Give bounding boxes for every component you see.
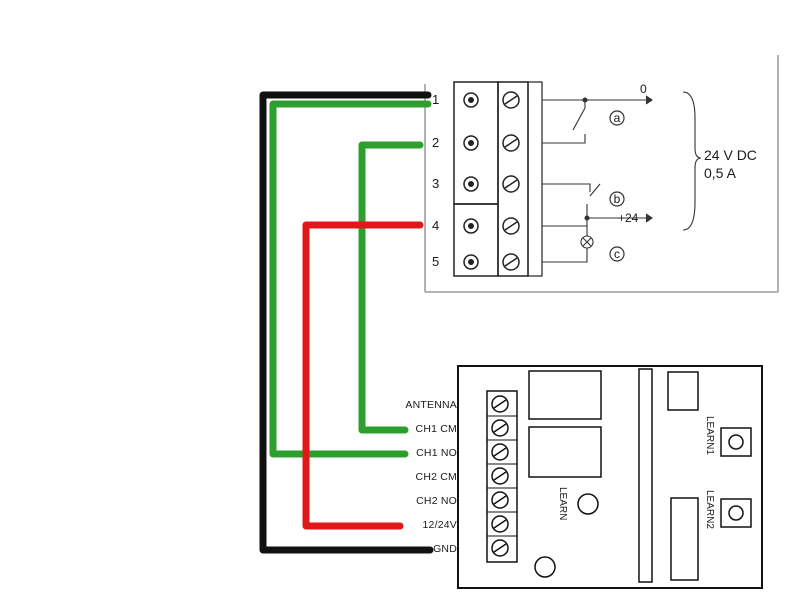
svg-text:a: a xyxy=(614,111,621,125)
pin-label-4: 4 xyxy=(432,218,439,233)
receiver-screw-ch2-cm xyxy=(487,467,517,489)
terminal-label-ch2-cm: CH2 CM xyxy=(416,471,457,483)
learn1-button-frame[interactable] xyxy=(720,427,752,457)
receiver-screw-antenna xyxy=(487,395,517,417)
svg-text:c: c xyxy=(614,247,620,261)
wire-black-gnd xyxy=(259,91,434,554)
screw-row-5 xyxy=(463,253,520,271)
wire-red-power xyxy=(302,221,424,530)
learn1-button[interactable] xyxy=(728,434,744,450)
wires xyxy=(259,91,434,554)
receiver-screw-power xyxy=(487,515,517,537)
screw-row-3 xyxy=(463,175,520,193)
terminal-label-ch1-cm: CH1 CM xyxy=(416,423,457,435)
zero-label: 0 xyxy=(640,82,647,96)
screw-row-4 xyxy=(463,217,520,235)
learn-label: LEARN xyxy=(557,487,568,520)
top-terminal-block: 1 2 3 4 5 a xyxy=(424,55,779,293)
wire-green-ch1-no xyxy=(269,100,432,458)
mounting-hole xyxy=(534,556,556,578)
terminal-label-power: 12/24V xyxy=(423,519,457,531)
supply-current-label: 0,5 A xyxy=(704,165,737,181)
screw-row-2 xyxy=(463,134,520,152)
receiver-screw-gnd xyxy=(491,539,509,557)
receiver-screw-ch1-no xyxy=(487,443,517,465)
crystal-component xyxy=(667,371,699,411)
clamp-column xyxy=(497,81,529,277)
circle-label-c: c xyxy=(609,246,625,262)
screw-housing-upper xyxy=(453,81,499,205)
terminal-label-ch2-no: CH2 NO xyxy=(416,495,457,507)
relay-2 xyxy=(528,426,602,478)
learn2-label: LEARN2 xyxy=(704,490,715,529)
vertical-strip xyxy=(638,368,653,583)
plus24-label: +24 xyxy=(618,211,639,225)
learn1-label: LEARN1 xyxy=(704,416,715,455)
receiver-screw-ch1-cm xyxy=(487,419,517,441)
circle-label-b: b xyxy=(609,191,625,207)
learn2-button[interactable] xyxy=(728,505,744,521)
screw-housing-lower xyxy=(453,203,499,277)
internal-circuit xyxy=(542,91,702,263)
learn2-button-frame[interactable] xyxy=(720,498,752,528)
circle-label-a: a xyxy=(609,110,625,126)
pin-label-1: 1 xyxy=(432,92,439,107)
pin-label-2: 2 xyxy=(432,135,439,150)
terminal-label-antenna: ANTENNA xyxy=(405,399,457,411)
terminal-label-gnd: GND xyxy=(433,543,457,555)
receiver-screw-ch2-no xyxy=(487,491,517,513)
learn-button[interactable] xyxy=(577,493,599,515)
receiver-board: ANTENNA CH1 CM CH1 NO CH2 CM CH2 NO 12/2… xyxy=(405,365,763,589)
svg-text:b: b xyxy=(614,192,621,206)
screw-row-1 xyxy=(463,91,520,109)
pin-label-5: 5 xyxy=(432,254,439,269)
ic-component xyxy=(670,497,699,581)
supply-voltage-label: 24 V DC xyxy=(704,147,757,163)
pin-label-3: 3 xyxy=(432,176,439,191)
relay-1 xyxy=(528,370,602,420)
wire-green-ch1-cm xyxy=(358,141,424,434)
clamp-edge xyxy=(527,81,543,277)
receiver-terminal-strip xyxy=(486,390,518,563)
terminal-label-ch1-no: CH1 NO xyxy=(416,447,457,459)
